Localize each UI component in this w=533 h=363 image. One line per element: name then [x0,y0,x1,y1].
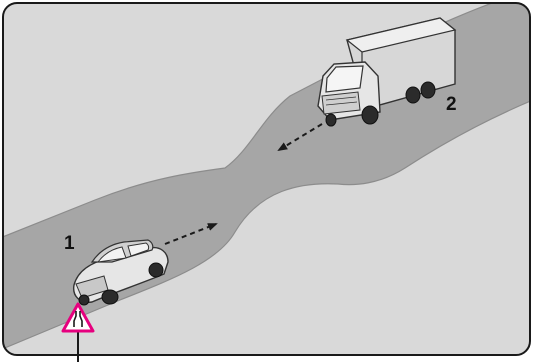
truck [317,17,457,127]
frame-border [2,2,531,356]
car-label: 1 [64,233,75,254]
car-direction-arrow [164,223,218,245]
truck-label: 2 [446,94,457,115]
road-narrows-sign-icon [61,302,95,362]
car [73,239,169,306]
